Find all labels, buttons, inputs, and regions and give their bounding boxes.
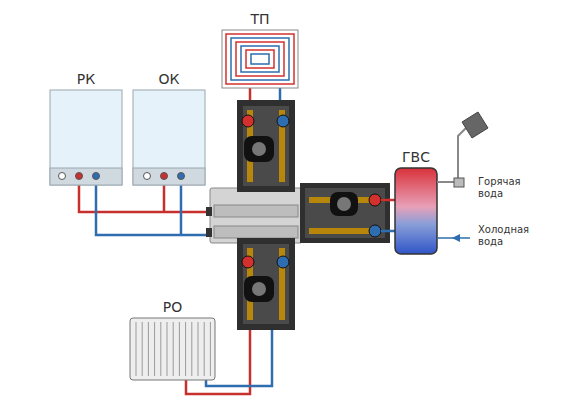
radiator-fin <box>185 322 186 376</box>
node-heading: ГВС <box>402 149 430 165</box>
radiator-fin <box>191 322 192 376</box>
radiator-fin <box>148 322 149 376</box>
node-heading: РО <box>163 299 182 315</box>
boiler-box: ОК <box>133 90 205 185</box>
boiler-rk <box>50 90 122 185</box>
floor-coil <box>226 34 294 84</box>
pump-group-radiator <box>237 238 295 330</box>
radiator-body <box>130 318 215 380</box>
cold-water-inlet <box>437 234 470 242</box>
boiler-pipes <box>79 180 212 235</box>
floor-heating-box: ТП <box>222 30 298 88</box>
tank-box: ГВС <box>395 168 437 254</box>
node-heading: РК <box>77 71 95 87</box>
boiler-box: РК <box>50 90 122 185</box>
radiator-fin <box>173 322 174 376</box>
water-tank <box>395 168 437 254</box>
coil-loop <box>246 50 274 68</box>
radiator-fin <box>167 322 168 376</box>
radiator-fin <box>210 322 211 376</box>
radiator-fin <box>160 322 161 376</box>
coil-loop <box>226 34 294 84</box>
boiler-ok <box>133 90 205 185</box>
radiator-fin <box>179 322 180 376</box>
radiator-fin <box>204 322 205 376</box>
radiator-fin <box>136 322 137 376</box>
radiator-fin <box>142 322 143 376</box>
coil-loop <box>231 38 289 80</box>
tank-pipes <box>381 200 396 231</box>
coil-loop <box>251 54 269 64</box>
radiator-fins <box>136 322 210 376</box>
node-heading: ОК <box>159 71 180 87</box>
floor-coil-frame <box>222 30 298 88</box>
pump-group-floor <box>237 100 295 192</box>
hydraulic-manifold <box>206 188 302 243</box>
shower <box>437 112 488 187</box>
radiator-fin <box>198 322 199 376</box>
radiator-fin <box>154 322 155 376</box>
floor-pipes <box>250 88 280 102</box>
node-heading: ТП <box>250 11 269 27</box>
radiator-box: РО <box>130 318 215 380</box>
water-label: Горячая вода <box>478 176 540 200</box>
coil-loop <box>236 42 284 76</box>
water-label: Холодная вода <box>478 224 540 248</box>
coil-loop <box>241 46 279 72</box>
pump-group-dhw <box>300 183 390 243</box>
